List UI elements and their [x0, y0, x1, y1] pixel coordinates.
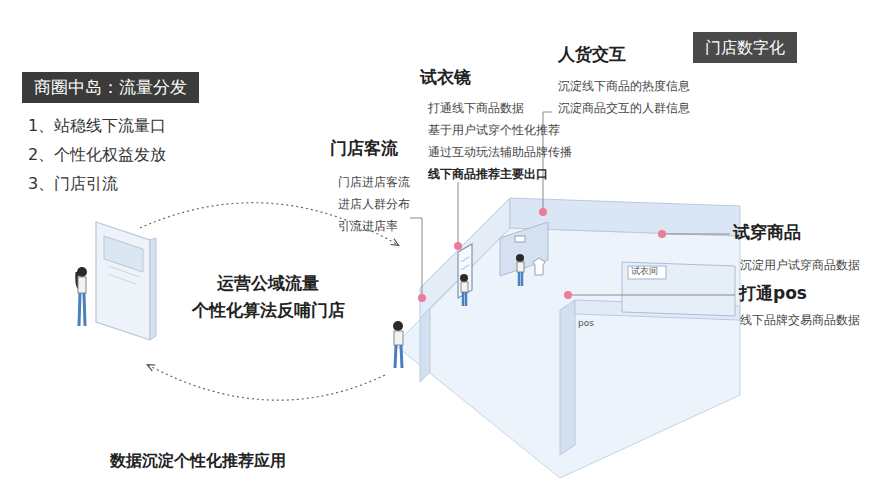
shopper-figure: [77, 267, 87, 326]
list-item: 2、个性化权益发放: [28, 145, 166, 164]
callout-heading: 试衣镜: [420, 67, 471, 87]
box-title: 商圈中岛：流量分发: [34, 77, 187, 97]
callout-text: 通过互动玩法辅助品牌传播: [428, 145, 572, 159]
list-item: 1、站稳线下流量口: [28, 116, 166, 135]
callout-text: 打通线下商品数据: [428, 101, 524, 115]
callout-heading: 试穿商品: [733, 222, 801, 242]
callout-text: 沉淀用户试穿商品数据: [740, 258, 860, 272]
callout-text: 线下商品推荐主要出口: [428, 167, 548, 181]
leader-lines: [410, 112, 735, 298]
store-person: [516, 254, 524, 286]
flow-label: 个性化算法反哺门店: [192, 300, 345, 320]
sign-text: pos: [578, 318, 594, 329]
flow-label: 数据沉淀个性化推荐应用: [110, 451, 286, 470]
store-room: [395, 198, 740, 478]
callout-text: 沉淀商品交互的人群信息: [558, 101, 690, 115]
callout-heading: 打通pos: [739, 283, 807, 303]
entering-person: [393, 321, 403, 368]
callout-text: 线下品牌交易商品数据: [740, 313, 860, 327]
callout-text: 引流进店率: [338, 219, 398, 233]
callout-text: 门店进店客流: [338, 175, 410, 189]
section-heading-box: 商圈中岛：流量分发: [22, 72, 199, 103]
store-person: [460, 274, 468, 306]
callout-text: 沉淀线下商品的热度信息: [558, 79, 690, 93]
hotspot-dot: [418, 208, 666, 302]
callout-text: 基于用户试穿个性化推荐: [428, 123, 560, 137]
box-title: 门店数字化: [705, 38, 785, 57]
callout-heading: 门店客流: [330, 138, 398, 158]
title-tag-box: 门店数字化: [693, 32, 797, 63]
list-item: 3、门店引流: [28, 174, 118, 193]
kiosk-screen: [96, 222, 156, 340]
flow-arc: [148, 365, 385, 400]
sign-text: 试衣间: [631, 266, 658, 277]
flow-label: 运营公域流量: [217, 273, 319, 293]
callout-heading: 人货交互: [558, 44, 626, 64]
callout-text: 进店人群分布: [338, 197, 410, 211]
